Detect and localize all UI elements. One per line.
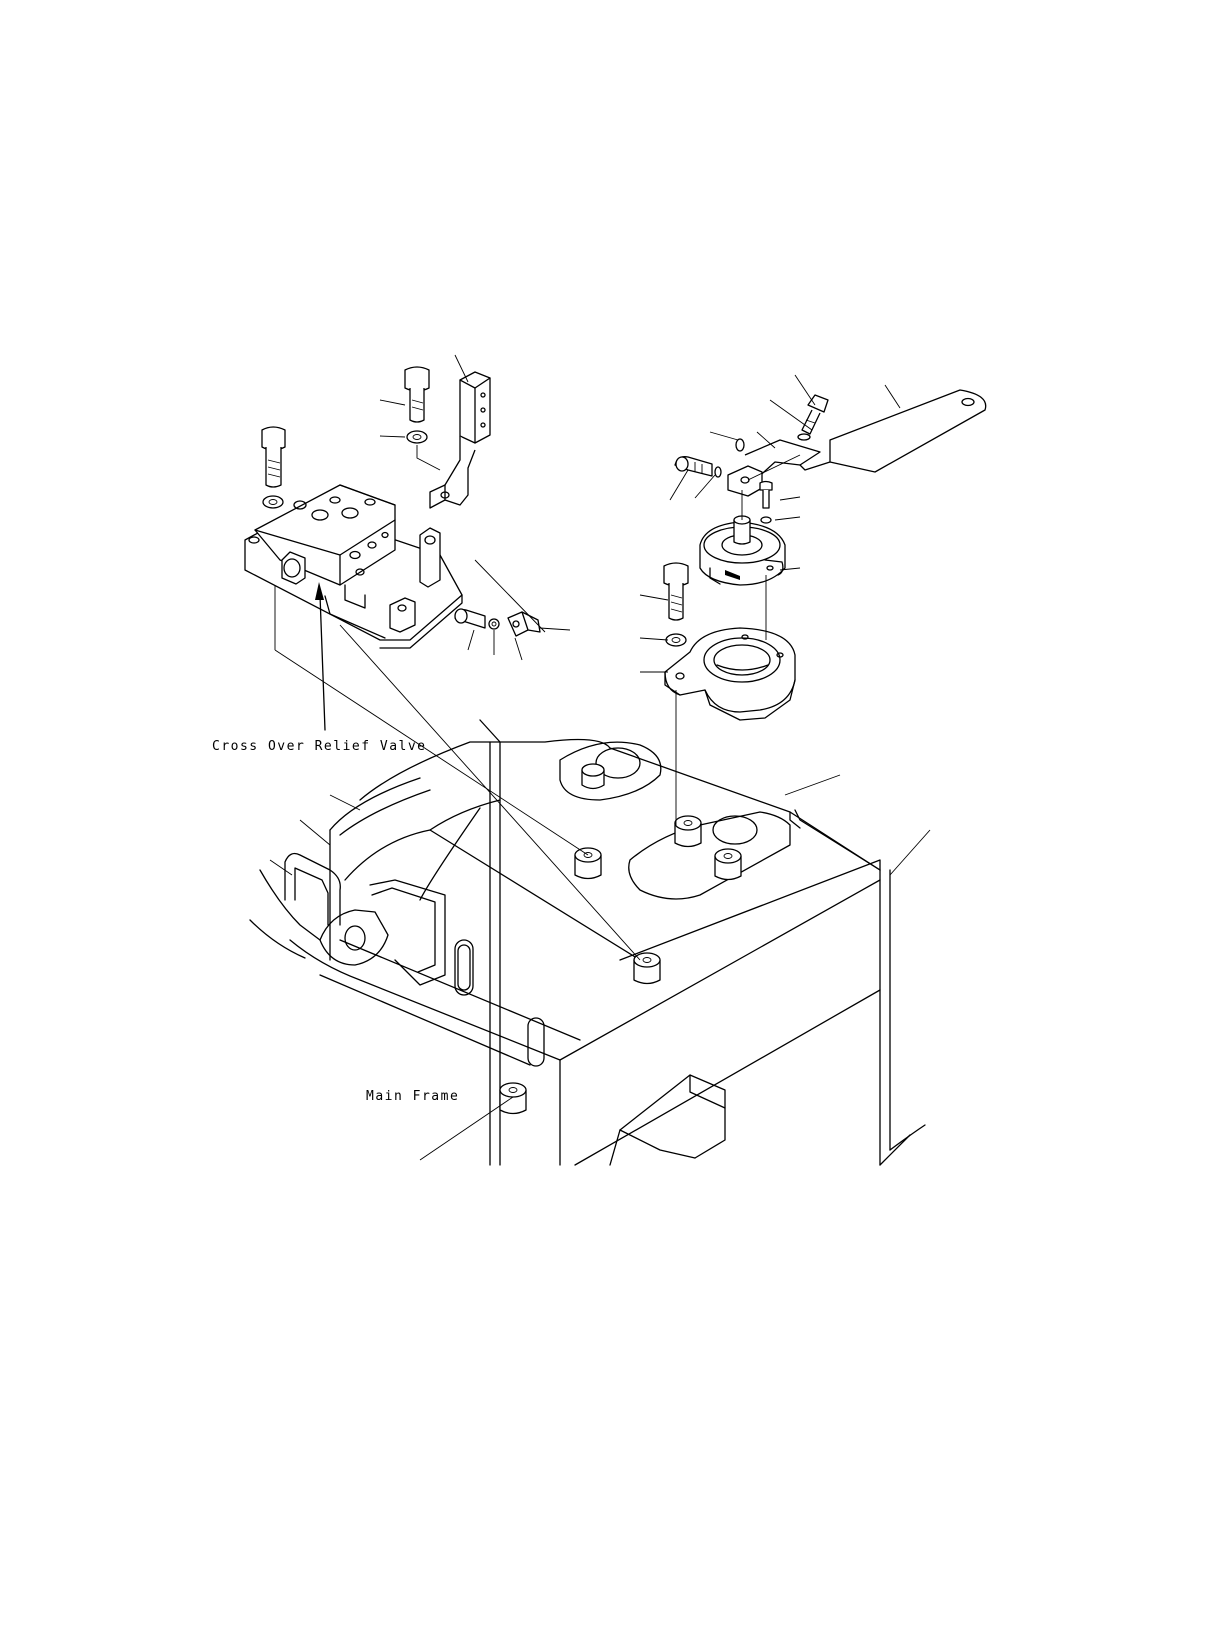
frame-stud — [574, 847, 602, 880]
washer — [714, 466, 722, 478]
bolt — [404, 366, 430, 423]
frame-stud — [674, 815, 702, 848]
main-frame-label: Main Frame — [366, 1089, 459, 1104]
bolt — [663, 562, 689, 621]
boss-nut — [581, 763, 605, 790]
frame-stud — [499, 1082, 527, 1115]
washer — [665, 633, 687, 647]
bearing-cap — [699, 515, 786, 586]
main-frame — [249, 719, 926, 1166]
cross-over-relief-valve-label: Cross Over Relief Valve — [212, 739, 427, 754]
valve-assembly — [244, 354, 641, 961]
relief-valve-arrow — [315, 582, 326, 731]
small-bolt — [759, 480, 773, 509]
clip — [507, 611, 541, 637]
bolt — [261, 426, 286, 488]
side-bolt — [674, 456, 713, 477]
washer — [797, 433, 811, 441]
washer — [406, 430, 428, 444]
relief-valve-plug — [281, 551, 306, 585]
pin — [735, 438, 745, 452]
bearing-housing — [664, 627, 796, 721]
bearing-assembly — [639, 374, 987, 825]
frame-stud — [714, 848, 742, 881]
frame-leaders — [269, 774, 931, 1161]
bolt — [801, 394, 829, 435]
washer — [262, 495, 284, 509]
frame-stud — [633, 952, 661, 985]
washer — [488, 618, 500, 630]
washer — [760, 516, 772, 524]
small-bolt — [454, 608, 486, 629]
